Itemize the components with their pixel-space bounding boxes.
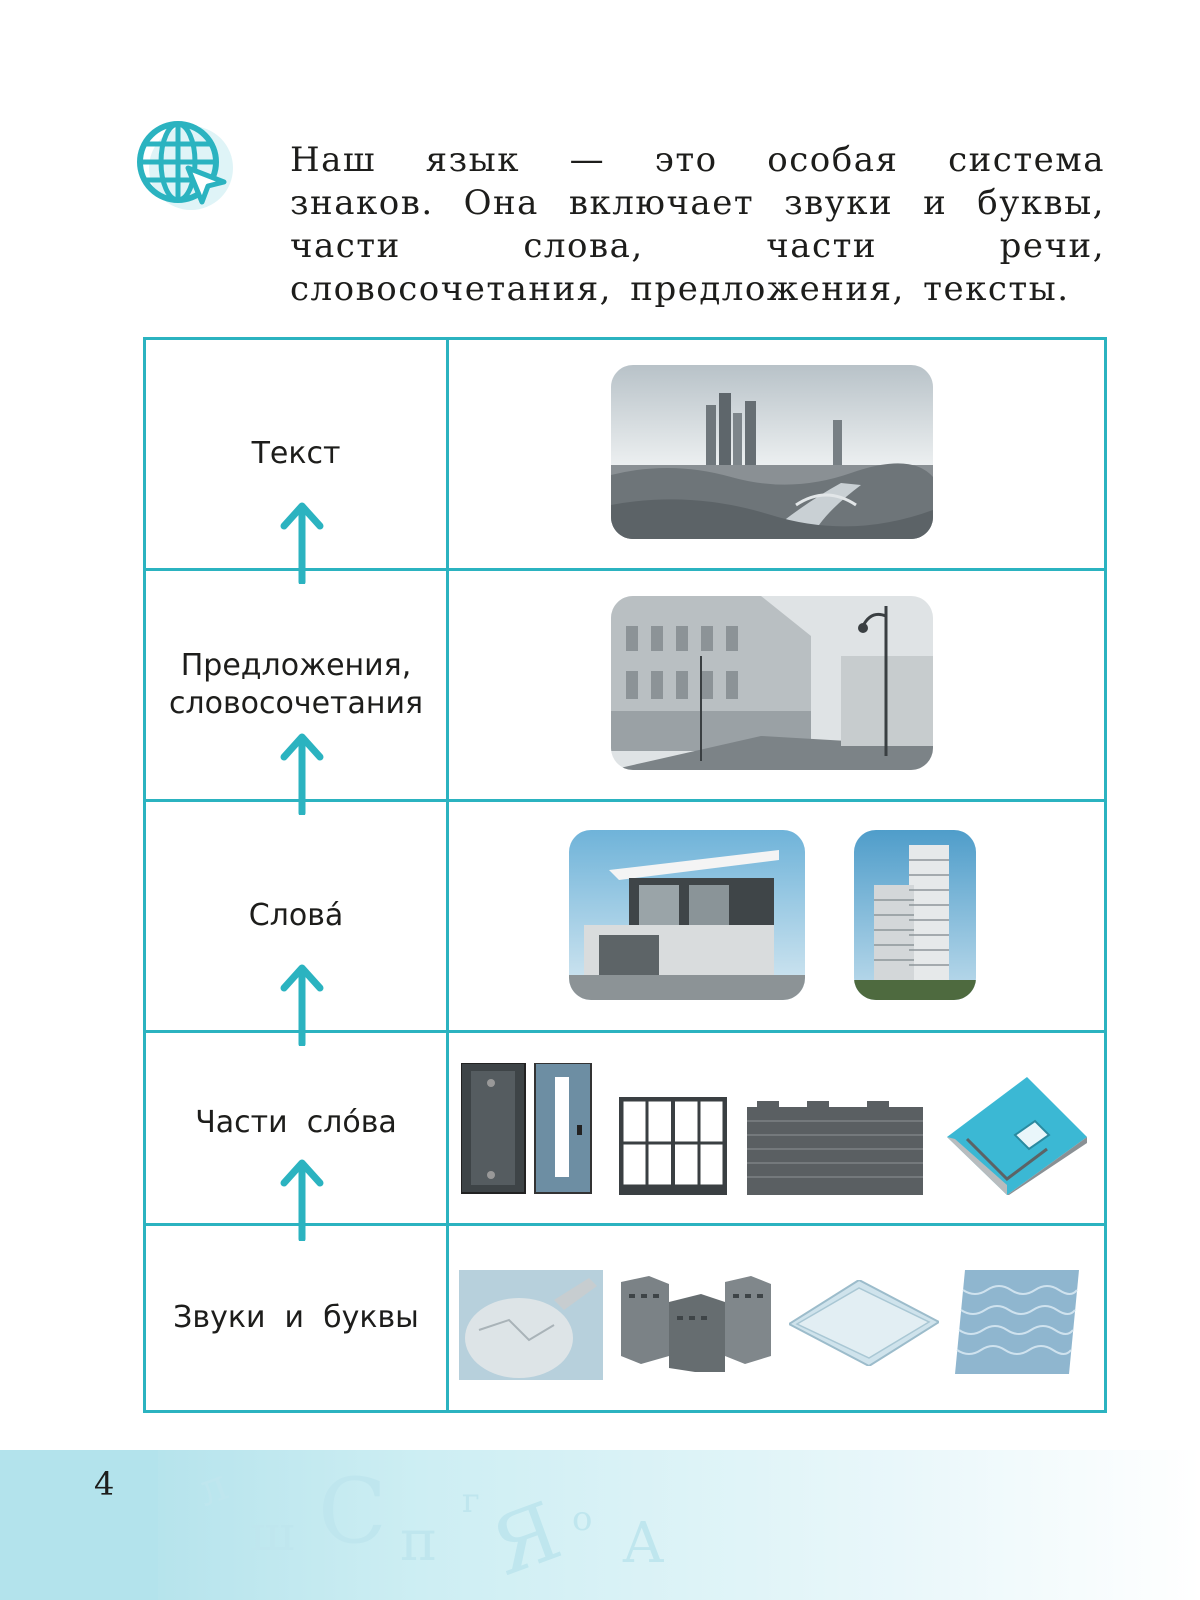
decorative-letters: л ш С п г Я о А bbox=[200, 1459, 664, 1580]
level-cell: Слова́ bbox=[146, 802, 449, 1046]
image-cell bbox=[449, 1226, 1104, 1410]
level-cell: Звуки и буквы bbox=[146, 1226, 449, 1410]
table-row-text: Текст bbox=[146, 340, 1104, 584]
level-label-sounds-letters: Звуки и буквы bbox=[173, 1300, 419, 1335]
highrise-photo bbox=[854, 830, 976, 1000]
level-label-text: Текст bbox=[251, 436, 341, 471]
decor-letter: С bbox=[318, 1459, 387, 1564]
level-label-word-parts: Части сло́ва bbox=[195, 1105, 397, 1140]
level-cell: Предложения, словосочетания bbox=[146, 571, 449, 815]
roof-tiles-image bbox=[955, 1270, 1079, 1374]
table-row-words: Слова́ bbox=[146, 802, 1104, 1046]
footer-band bbox=[0, 1450, 1200, 1600]
decor-letter: г bbox=[462, 1481, 480, 1521]
decor-letter: Я bbox=[479, 1484, 572, 1580]
brick-wall-image bbox=[747, 1101, 923, 1195]
cement-image bbox=[459, 1270, 603, 1380]
level-label-phrases: словосочетания bbox=[168, 686, 424, 721]
language-levels-table: Текст bbox=[143, 337, 1107, 1413]
globe-cursor-icon bbox=[136, 120, 236, 212]
table-row-sentences: Предложения, словосочетания bbox=[146, 571, 1104, 815]
arrow-up-icon bbox=[280, 733, 324, 815]
decor-letter: п bbox=[400, 1509, 437, 1574]
city-panorama-photo bbox=[611, 365, 933, 539]
decor-letter: о bbox=[572, 1499, 592, 1539]
roof-image bbox=[937, 1077, 1087, 1195]
arrow-up-icon bbox=[280, 502, 324, 584]
level-cell: Текст bbox=[146, 340, 449, 584]
table-row-word-parts: Части сло́ва bbox=[146, 1033, 1104, 1241]
decor-letter: ш bbox=[250, 1506, 295, 1562]
table-row-sounds-letters: Звуки и буквы bbox=[146, 1226, 1104, 1410]
page-number: 4 bbox=[94, 1465, 115, 1503]
arrow-up-icon bbox=[280, 964, 324, 1046]
level-label-words: Слова́ bbox=[248, 898, 344, 933]
image-cell bbox=[449, 802, 1104, 1030]
decor-letter: л bbox=[200, 1459, 235, 1516]
arrow-up-icon bbox=[280, 1159, 324, 1241]
level-label-sentences: Предложения, bbox=[180, 648, 412, 683]
street-photo bbox=[611, 596, 933, 770]
image-cell bbox=[449, 340, 1104, 568]
glass-sheets-image bbox=[789, 1280, 939, 1366]
level-cell: Части сло́ва bbox=[146, 1033, 449, 1241]
intro-paragraph: Наш язык — это особая система знаков. Он… bbox=[290, 140, 1105, 309]
doors-image bbox=[461, 1063, 593, 1195]
modern-house-photo bbox=[569, 830, 805, 1000]
image-cell bbox=[449, 1033, 1104, 1223]
footer-page-tab bbox=[0, 1450, 158, 1600]
window-image bbox=[619, 1097, 727, 1195]
image-cell bbox=[449, 571, 1104, 799]
decor-letter: А bbox=[622, 1511, 664, 1576]
bricks-image bbox=[621, 1272, 771, 1372]
